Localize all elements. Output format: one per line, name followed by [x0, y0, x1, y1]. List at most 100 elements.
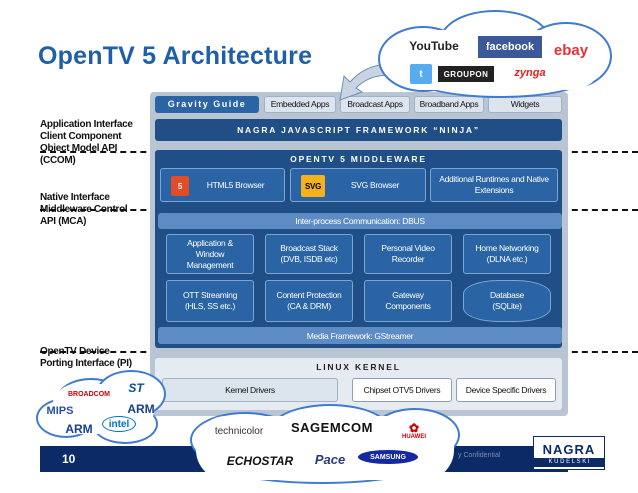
huawei-logo: ✿ HUAWEI	[396, 418, 432, 444]
page-title: OpenTV 5 Architecture	[38, 42, 313, 70]
label-ccom: Application Interface Client Component O…	[40, 119, 133, 167]
facebook-logo: facebook	[478, 36, 542, 58]
additional-runtimes-label: Additional Runtimes and Native Extension…	[439, 174, 549, 195]
zynga-logo: zynga	[504, 64, 556, 82]
page-number: 10	[62, 452, 76, 466]
media-framework-bar: Media Framework: GStreamer	[158, 327, 562, 344]
component-gateway: Gateway Components	[364, 280, 452, 322]
component-home-networking: Home Networking (DLNA etc.)	[463, 234, 551, 274]
label-pi-line: Porting Interface (PI)	[40, 358, 132, 369]
chipset-drivers-label: Chipset OTV5 Drivers	[363, 384, 441, 395]
html5-icon: 5	[171, 176, 189, 196]
echostar-text: ECHOSTAR	[226, 454, 294, 468]
label-ccom-line: Object Model API	[40, 143, 118, 154]
component-content-protection: Content Protection (CA & DRM)	[265, 280, 353, 322]
samsung-logo: SAMSUNG	[358, 450, 418, 464]
label-pi-line: OpenTV Device	[40, 346, 110, 357]
additional-runtimes: Additional Runtimes and Native Extension…	[430, 168, 558, 202]
kernel-title: LINUX KERNEL	[155, 361, 562, 373]
groupon-logo: GROUPON	[438, 66, 494, 82]
app-embedded: Embedded Apps	[264, 96, 336, 113]
arm-text: ARM	[65, 422, 93, 436]
component-ott: OTT Streaming (HLS, SS etc.)	[166, 280, 254, 322]
broadcom-logo: BROADCOM	[60, 388, 118, 400]
device-drivers: Device Specific Drivers	[456, 378, 556, 402]
pace-text: Pace	[314, 451, 346, 467]
component-broadcast-stack: Broadcast Stack (DVB, ISDB etc)	[265, 234, 353, 274]
huawei-text: HUAWEI	[402, 434, 426, 440]
component-label: Broadcast Stack (DVB, ISDB etc)	[280, 243, 338, 264]
framework-bar: NAGRA JAVASCRIPT FRAMEWORK “NINJA”	[155, 119, 562, 141]
facebook-text: facebook	[485, 41, 535, 53]
mips-text: MIPS	[46, 405, 74, 417]
label-mca-line: Native Interface	[40, 192, 110, 203]
component-pvr: Personal Video Recorder	[364, 234, 452, 274]
component-label: Home Networking (DLNA etc.)	[475, 243, 539, 264]
nagra-subtitle: K U D E L S K I	[534, 458, 604, 467]
app-widgets: Widgets	[488, 96, 562, 113]
st-logo: ST	[124, 380, 148, 396]
svg-browser: SVG SVG Browser	[290, 168, 426, 202]
kernel-title-label: LINUX KERNEL	[316, 361, 401, 372]
st-text: ST	[128, 381, 144, 395]
arm-logo: ARM	[124, 402, 158, 416]
svg-label: SVG Browser	[350, 179, 400, 190]
app-broadcast: Broadcast Apps	[340, 96, 410, 113]
groupon-text: GROUPON	[443, 69, 489, 79]
gravity-guide: Gravity Guide	[155, 96, 259, 113]
framework-label: NAGRA JAVASCRIPT FRAMEWORK “NINJA”	[237, 124, 480, 135]
component-label: Content Protection (CA & DRM)	[276, 290, 342, 311]
label-mca-line: Middleware Control	[40, 204, 128, 215]
label-mca-line: API (MCA)	[40, 216, 87, 227]
youtube-text: YouTube	[407, 38, 461, 54]
twitter-icon: t	[410, 64, 432, 84]
pace-logo: Pace	[308, 450, 352, 468]
intel-text: intel	[108, 418, 130, 430]
middleware-title-label: OPENTV 5 MIDDLEWARE	[290, 153, 427, 164]
samsung-text: SAMSUNG	[370, 453, 406, 461]
zynga-text: zynga	[514, 67, 546, 79]
broadcom-text: BROADCOM	[68, 390, 110, 398]
component-label: Personal Video Recorder	[381, 243, 435, 264]
ipc-bar: Inter-process Communication: DBUS	[158, 213, 562, 229]
app-label: Widgets	[510, 99, 540, 109]
youtube-logo: YouTube	[404, 36, 464, 56]
nagra-name: NAGRA	[542, 442, 596, 457]
media-framework-label: Media Framework: GStreamer	[306, 330, 414, 341]
technicolor-text: technicolor	[214, 425, 264, 437]
chipset-drivers: Chipset OTV5 Drivers	[352, 378, 452, 402]
label-pi: OpenTV Device Porting Interface (PI)	[40, 346, 132, 370]
ipc-label: Inter-process Communication: DBUS	[295, 216, 425, 226]
html5-browser: 5 HTML5 Browser	[160, 168, 285, 202]
confidential-note: y Confidential	[458, 452, 501, 459]
huawei-icon: ✿	[408, 421, 420, 435]
component-label: Gateway Components	[385, 290, 431, 311]
label-ccom-line: Application Interface	[40, 119, 133, 130]
component-label: OTT Streaming (HLS, SS etc.)	[182, 290, 238, 311]
nagra-logo: NAGRA K U D E L S K I	[533, 436, 605, 470]
label-mca: Native Interface Middleware Control API …	[40, 192, 128, 228]
device-drivers-label: Device Specific Drivers	[465, 384, 547, 395]
arm-logo-secondary: ARM	[62, 422, 96, 436]
ebay-logo: ebay	[548, 40, 594, 60]
app-label: Broadcast Apps	[347, 99, 403, 109]
technicolor-logo: technicolor	[204, 424, 274, 438]
kernel-drivers-label: Kernel Drivers	[225, 384, 275, 395]
component-label: Application & Window Management	[186, 237, 234, 270]
ebay-text: ebay	[553, 41, 589, 59]
middleware-title: OPENTV 5 MIDDLEWARE	[155, 152, 562, 166]
sagemcom-text: SAGEMCOM	[291, 419, 373, 435]
mips-logo: MIPS	[40, 404, 80, 418]
component-label: Database (SQLite)	[490, 290, 524, 311]
svg-icon: SVG	[301, 175, 325, 197]
intel-logo: intel	[102, 416, 136, 432]
html5-label: HTML5 Browser	[206, 179, 265, 190]
echostar-logo: ECHOSTAR	[222, 452, 298, 470]
label-ccom-line: Client Component	[40, 131, 122, 142]
component-database: Database (SQLite)	[463, 280, 551, 322]
kernel-drivers: Kernel Drivers	[162, 378, 338, 402]
gravity-guide-label: Gravity Guide	[167, 99, 247, 109]
component-app-window: Application & Window Management	[166, 234, 254, 274]
app-label: Broadband Apps	[419, 99, 479, 109]
cloud-fill	[196, 416, 454, 480]
